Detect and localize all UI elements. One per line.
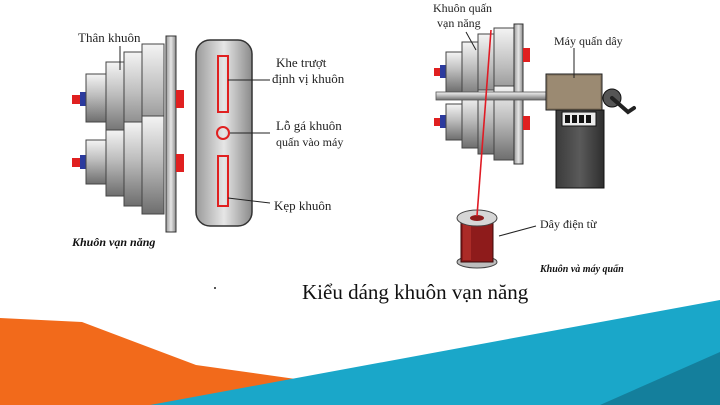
label-lo-ga-line2: quấn vào máy — [276, 135, 343, 149]
clamp-tab-lower — [176, 154, 184, 172]
stray-mark — [214, 287, 216, 289]
decor-orange-band — [0, 318, 480, 405]
label-khuon-quan-line1: Khuôn quấn — [433, 1, 492, 15]
bobbin-front-plate — [195, 39, 253, 227]
label-khe-truot-line1: Khe trượt — [276, 55, 327, 70]
label-lo-ga-line1: Lỗ gá khuôn — [276, 118, 342, 133]
left-leader-lines — [119, 46, 271, 204]
positioning-slot — [217, 55, 229, 113]
label-may-quan-day: Máy quấn dây — [554, 34, 623, 48]
wire-spool — [456, 209, 498, 269]
page-title: Kiểu dáng khuôn vạn năng — [302, 280, 529, 304]
machine-clamp-lower — [523, 116, 530, 130]
label-kep-khuon: Kẹp khuôn — [274, 198, 332, 213]
label-khuon-quan-line2: vạn năng — [437, 16, 481, 30]
crank-handle — [610, 96, 636, 115]
right-leader-lines — [465, 31, 575, 237]
label-than-khuon: Thân khuôn — [78, 30, 141, 45]
label-day-dien-tu: Dây điện từ — [540, 217, 597, 231]
machine-clamp-upper — [523, 48, 530, 62]
label-khe-truot-line2: định vị khuôn — [272, 71, 345, 86]
caption-khuon-van-nang: Khuôn vạn năng — [71, 235, 155, 249]
winding-shaft — [435, 91, 549, 101]
turn-counter-digits — [565, 115, 591, 123]
mounting-hole — [216, 126, 230, 140]
universal-bobbin-lower — [72, 115, 165, 215]
caption-khuon-va-may-quan: Khuôn và máy quấn — [539, 264, 624, 275]
decor-teal-band — [150, 300, 720, 405]
clamp-tab-upper — [176, 90, 184, 108]
magnet-wire — [476, 29, 492, 217]
decor-dark-teal-band — [600, 352, 720, 405]
winding-machine — [545, 73, 636, 189]
clamp-slot — [217, 155, 229, 207]
bobbin-plate — [165, 35, 177, 233]
